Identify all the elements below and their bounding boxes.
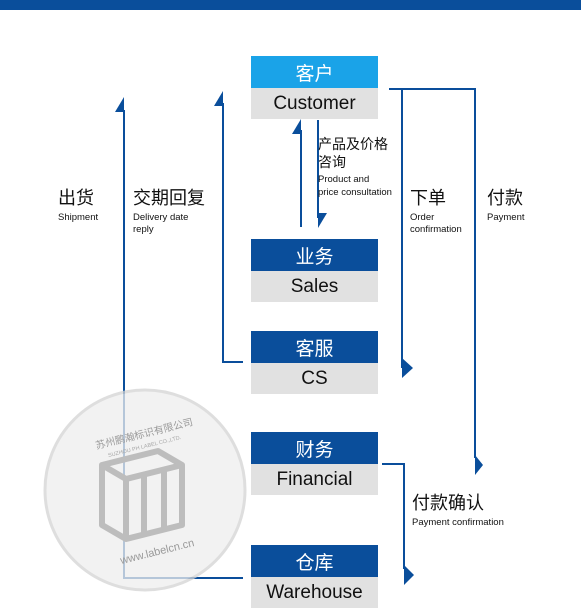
delivery-en-2: reply	[133, 224, 154, 236]
payment-confirm-en: Payment confirmation	[412, 516, 504, 528]
delivery-label: 交期回复 Delivery date reply	[133, 188, 205, 237]
financial-en: Financial	[251, 464, 378, 495]
shipment-label: 出货 Shipment	[58, 188, 98, 224]
consultation-en-2: price consultation	[318, 187, 392, 199]
warehouse-en: Warehouse	[251, 577, 378, 608]
sales-box: 业务 Sales	[251, 239, 378, 302]
consultation-up-arrow-icon	[292, 119, 301, 134]
order-en-2: confirmation	[410, 224, 462, 236]
delivery-zh: 交期回复	[133, 188, 205, 209]
sales-en: Sales	[251, 271, 378, 302]
order-label: 下单 Order confirmation	[410, 188, 462, 237]
payment-confirm-label: 付款确认 Payment confirmation	[412, 493, 504, 529]
sales-zh: 业务	[251, 239, 378, 271]
consultation-zh-2: 咨询	[318, 155, 346, 172]
financial-zh: 财务	[251, 432, 378, 464]
customer-box: 客户 Customer	[251, 56, 378, 119]
delivery-en-1: Delivery date	[133, 211, 189, 223]
payment-arrow-icon	[475, 455, 483, 475]
cs-box: 客服 CS	[251, 331, 378, 394]
customer-en: Customer	[251, 88, 378, 119]
shipment-en: Shipment	[58, 211, 99, 223]
cs-zh: 客服	[251, 331, 378, 363]
order-en-1: Order	[410, 211, 435, 223]
financial-box: 财务 Financial	[251, 432, 378, 495]
consultation-en-1: Product and	[318, 174, 370, 186]
shipment-zh: 出货	[58, 188, 94, 209]
payment-zh: 付款	[487, 188, 523, 209]
order-line	[389, 88, 403, 368]
ph-logo-icon	[99, 448, 185, 542]
warehouse-box: 仓库 Warehouse	[251, 545, 378, 608]
consultation-zh-1: 产品及价格	[318, 137, 388, 153]
order-zh: 下单	[410, 188, 446, 209]
company-watermark: 苏州鹏瀚标识有限公司 SUZHOU PH LABEL CO.,LTD. www.…	[43, 388, 247, 592]
consultation-label: 产品及价格 咨询 Product and price consultation	[318, 136, 392, 200]
payment-line	[389, 88, 476, 458]
customer-zh: 客户	[251, 56, 378, 88]
payment-en: Payment	[487, 211, 525, 223]
consultation-down-arrow-icon	[318, 213, 327, 228]
top-banner	[0, 0, 581, 10]
delivery-reply-line	[222, 103, 243, 363]
payment-confirm-arrow-icon	[404, 565, 414, 585]
cs-en: CS	[251, 363, 378, 394]
delivery-arrow-icon	[214, 91, 223, 106]
payment-label: 付款 Payment	[487, 188, 525, 224]
shipment-arrow-icon	[115, 97, 124, 112]
payment-confirm-line	[382, 463, 405, 569]
warehouse-zh: 仓库	[251, 545, 378, 577]
payment-confirm-zh: 付款确认	[412, 493, 484, 514]
order-arrow-icon	[402, 358, 413, 378]
